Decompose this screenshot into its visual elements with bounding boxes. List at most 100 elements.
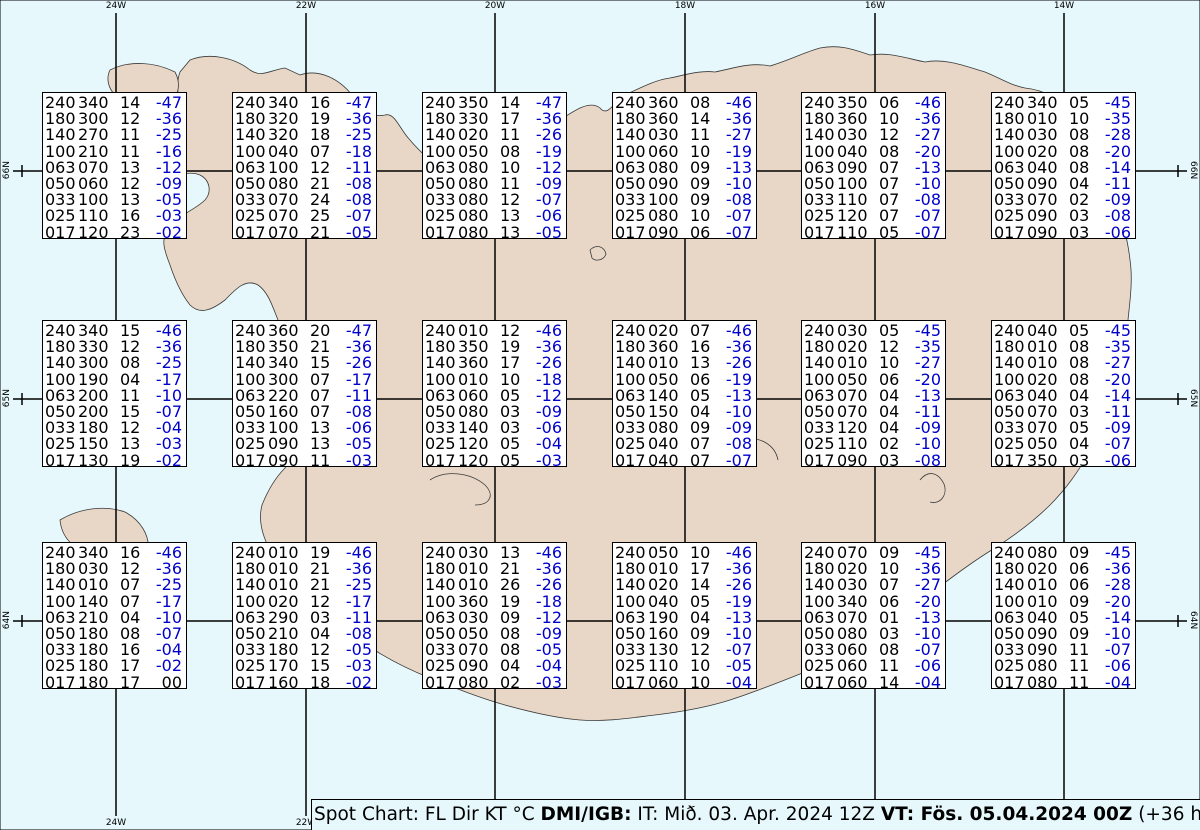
flight-level: 180 bbox=[45, 109, 76, 129]
wind-direction: 090 bbox=[648, 222, 679, 242]
temperature: -12 bbox=[535, 607, 562, 627]
temperature: -11 bbox=[345, 157, 372, 177]
wind-speed: 04 bbox=[879, 385, 900, 405]
wind-speed: 04 bbox=[879, 401, 900, 421]
flight-level: 033 bbox=[994, 640, 1025, 660]
wind-direction: 340 bbox=[1027, 93, 1058, 112]
wind-speed: 03 bbox=[500, 418, 521, 438]
wind-direction: 010 bbox=[837, 353, 868, 373]
flight-level: 240 bbox=[804, 543, 835, 562]
wind-direction: 360 bbox=[268, 321, 299, 340]
lon-label: 14W bbox=[1053, 1, 1075, 11]
wind-direction: 130 bbox=[648, 640, 679, 660]
wind-direction: 010 bbox=[1027, 109, 1058, 129]
wind-speed: 15 bbox=[310, 353, 331, 373]
temperature: -10 bbox=[914, 173, 941, 193]
flight-level: 140 bbox=[804, 575, 835, 595]
temperature: -28 bbox=[1104, 575, 1131, 595]
wind-direction: 070 bbox=[268, 190, 299, 210]
flight-level: 017 bbox=[994, 450, 1025, 470]
wind-speed: 05 bbox=[500, 385, 521, 405]
wind-direction: 010 bbox=[1027, 591, 1058, 611]
lat-label: 66N bbox=[1188, 161, 1198, 180]
wind-direction: 360 bbox=[458, 353, 489, 373]
temperature: -08 bbox=[725, 434, 752, 454]
wind-speed: 05 bbox=[690, 591, 711, 611]
flight-level: 017 bbox=[45, 222, 76, 242]
wind-speed: 07 bbox=[879, 575, 900, 595]
temperature: -12 bbox=[535, 157, 562, 177]
flight-level: 033 bbox=[235, 640, 266, 660]
wind-speed: 13 bbox=[120, 157, 141, 177]
wind-direction: 070 bbox=[458, 640, 489, 660]
wind-speed: 21 bbox=[500, 559, 521, 579]
temperature: -27 bbox=[1104, 353, 1131, 373]
wind-speed: 07 bbox=[310, 141, 331, 161]
temperature: -11 bbox=[1104, 173, 1131, 193]
wind-direction: 360 bbox=[648, 109, 679, 129]
wind-direction: 360 bbox=[648, 93, 679, 112]
temperature: -02 bbox=[155, 222, 182, 242]
temperature: -26 bbox=[535, 575, 562, 595]
temperature: -02 bbox=[345, 672, 372, 692]
temperature: -18 bbox=[345, 141, 372, 161]
temperature: -02 bbox=[155, 450, 182, 470]
wind-speed: 14 bbox=[690, 109, 711, 129]
flight-level: 033 bbox=[615, 190, 646, 210]
wind-speed: 12 bbox=[120, 337, 141, 357]
wind-direction: 010 bbox=[268, 559, 299, 579]
flight-level: 025 bbox=[235, 434, 266, 454]
wind-direction: 210 bbox=[268, 623, 299, 643]
wind-speed: 12 bbox=[879, 337, 900, 357]
flight-level: 240 bbox=[994, 321, 1025, 340]
temperature: -28 bbox=[1104, 125, 1131, 145]
lon-label: 18W bbox=[674, 1, 696, 11]
flight-level: 050 bbox=[994, 173, 1025, 193]
wind-speed: 06 bbox=[879, 369, 900, 389]
wind-speed: 07 bbox=[879, 157, 900, 177]
flight-level: 063 bbox=[994, 607, 1025, 627]
wind-speed: 09 bbox=[1069, 591, 1090, 611]
wind-direction: 030 bbox=[78, 559, 109, 579]
wind-direction: 020 bbox=[1027, 369, 1058, 389]
temperature: -46 bbox=[535, 543, 562, 562]
temperature: -07 bbox=[725, 222, 752, 242]
wind-direction: 040 bbox=[648, 450, 679, 470]
wind-direction: 100 bbox=[648, 190, 679, 210]
wind-direction: 080 bbox=[458, 401, 489, 421]
wind-direction: 160 bbox=[268, 672, 299, 692]
wind-speed: 11 bbox=[500, 173, 521, 193]
flight-level: 140 bbox=[804, 353, 835, 373]
temperature: -27 bbox=[725, 125, 752, 145]
flight-level: 033 bbox=[425, 640, 456, 660]
temperature: -36 bbox=[535, 559, 562, 579]
wind-speed: 13 bbox=[500, 222, 521, 242]
temperature: -10 bbox=[914, 623, 941, 643]
wind-direction: 020 bbox=[458, 125, 489, 145]
wind-speed: 03 bbox=[1069, 401, 1090, 421]
temperature: -05 bbox=[535, 640, 562, 660]
temperature: -03 bbox=[535, 450, 562, 470]
temperature: -05 bbox=[345, 640, 372, 660]
flight-level: 240 bbox=[615, 93, 646, 112]
flight-level: 063 bbox=[425, 385, 456, 405]
wind-direction: 070 bbox=[1027, 401, 1058, 421]
